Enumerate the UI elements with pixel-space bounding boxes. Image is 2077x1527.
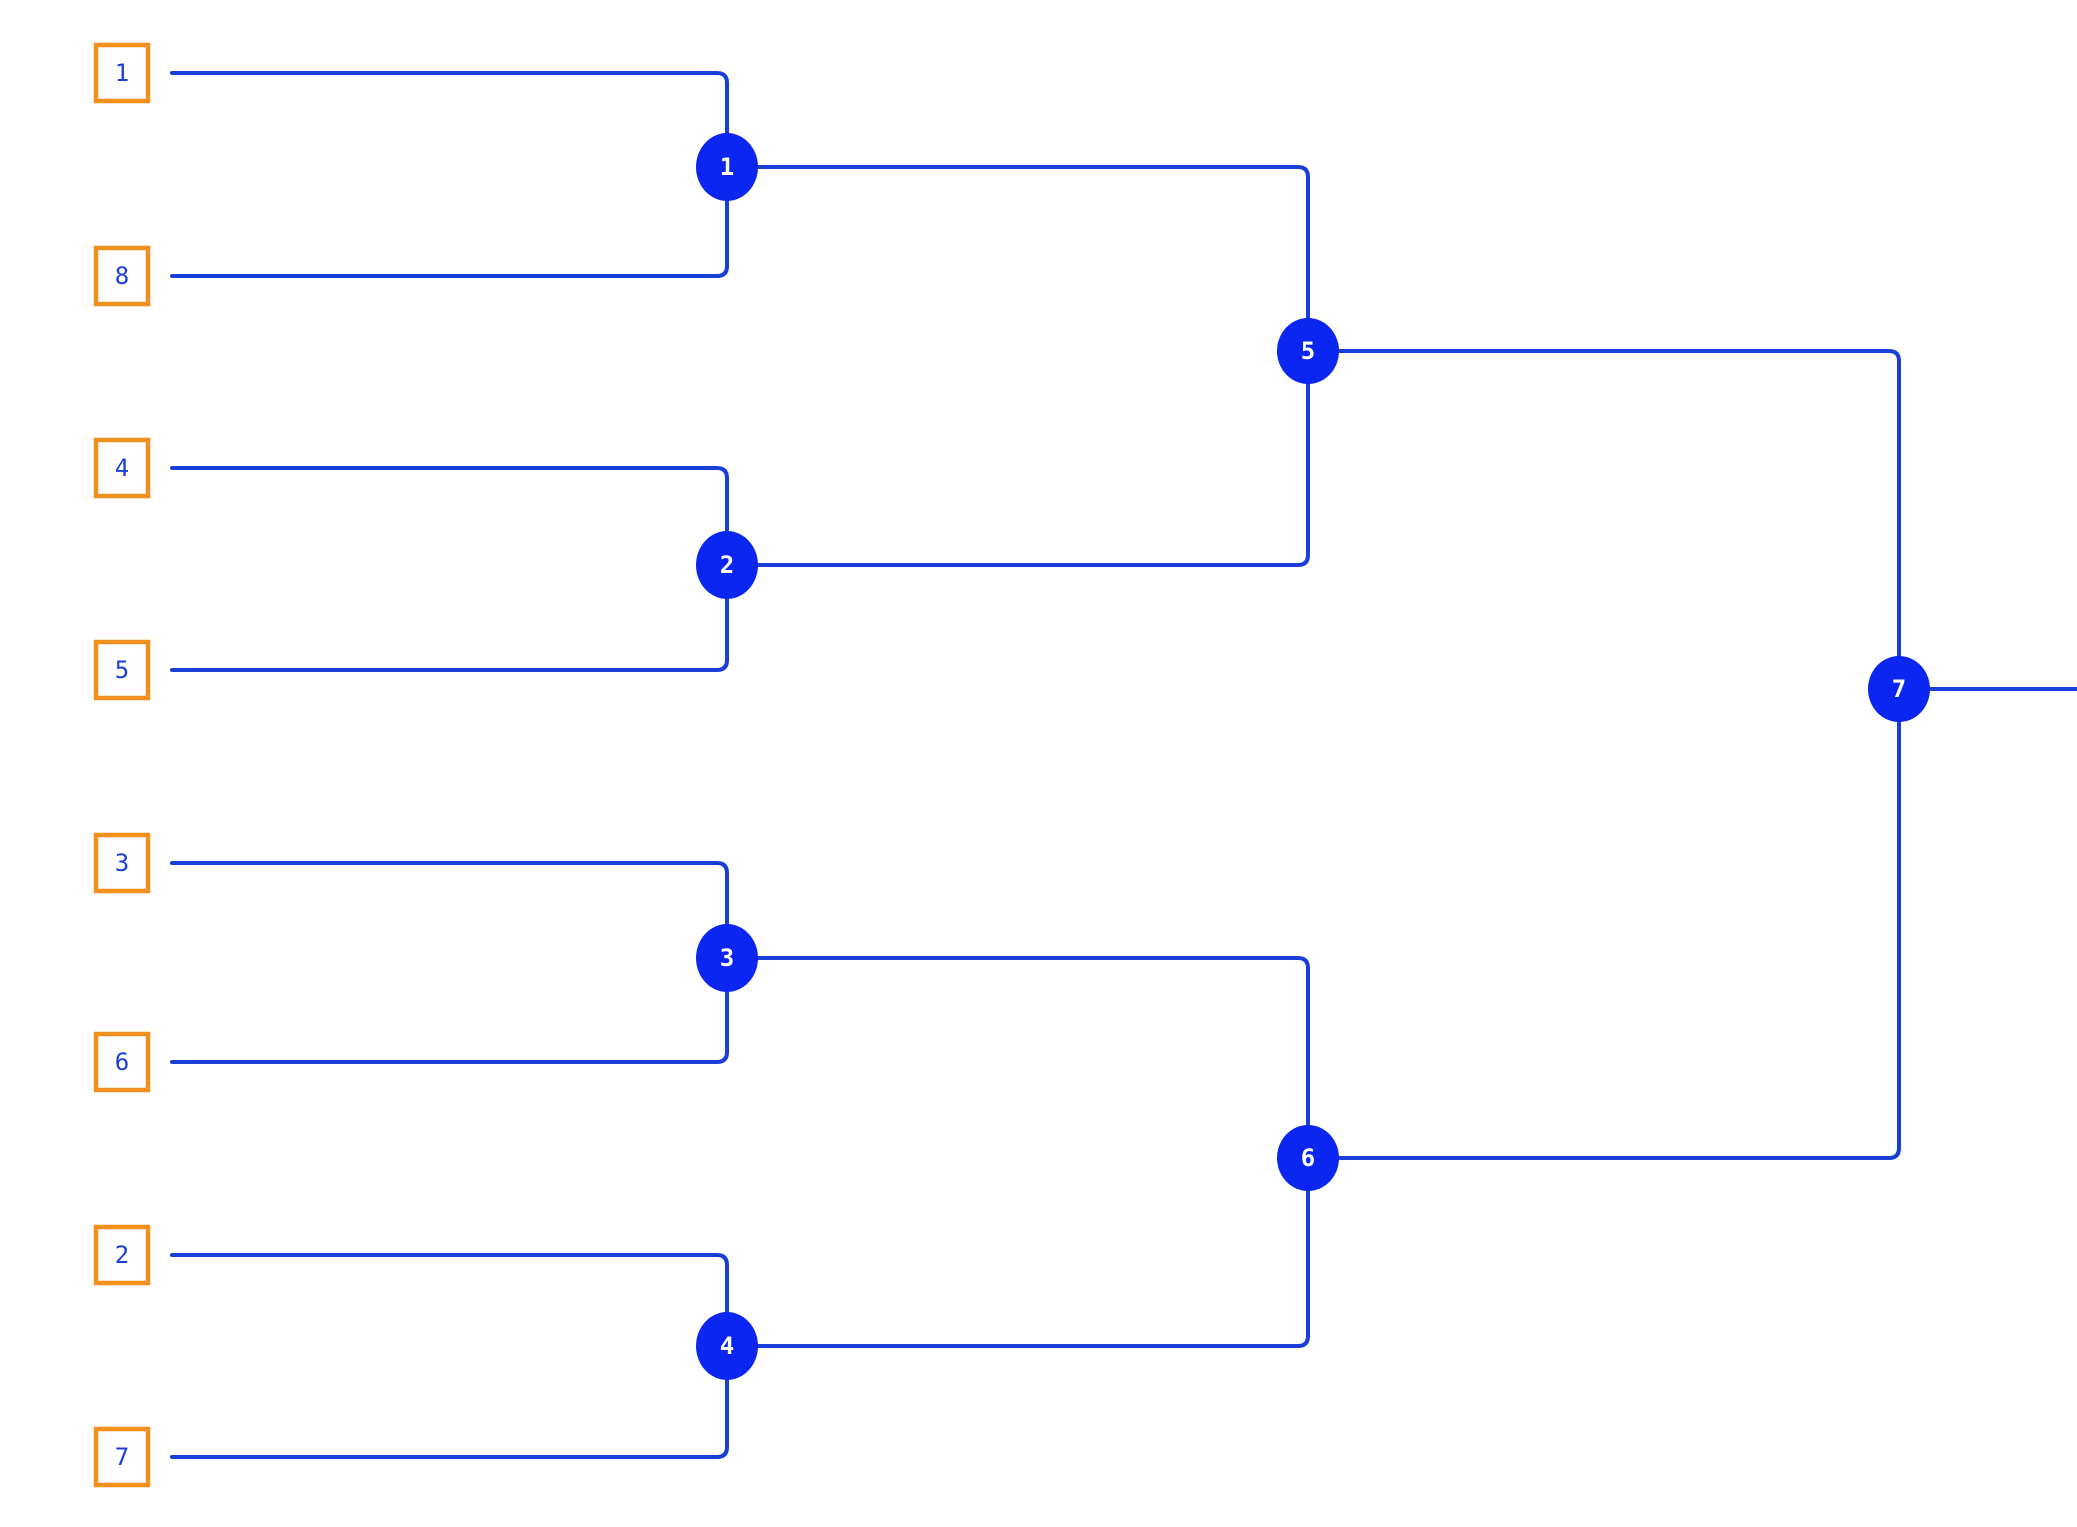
match-node: 2	[696, 531, 758, 599]
seed-connector	[170, 563, 729, 672]
seed-label: 4	[115, 454, 129, 482]
seed-label: 1	[115, 59, 129, 87]
seed-connector	[170, 956, 729, 1064]
match-node-circle	[1277, 318, 1339, 384]
seed-connector	[170, 1253, 729, 1348]
seed-box: 7	[93, 1426, 151, 1488]
match-node-circle	[696, 1312, 758, 1380]
match-node: 5	[1277, 318, 1339, 384]
seed-box: 1	[93, 42, 151, 104]
match-node: 1	[696, 133, 758, 201]
seed-connector	[170, 861, 729, 960]
seed-connector	[170, 1344, 729, 1459]
round1-connector	[752, 1156, 1310, 1348]
round1-connector	[752, 349, 1310, 567]
seed-box-border	[93, 1224, 151, 1286]
match-node-circle	[696, 531, 758, 599]
round2-connector	[1333, 687, 1901, 1160]
seed-label: 7	[115, 1443, 129, 1471]
seed-box-border	[93, 42, 151, 104]
seed-connector	[170, 466, 729, 567]
seed-connector	[170, 165, 729, 278]
seed-label: 5	[115, 656, 129, 684]
seed-box-border	[93, 1031, 151, 1093]
seed-box: 5	[93, 639, 151, 701]
match-label: 6	[1301, 1144, 1315, 1172]
seed-box: 3	[93, 832, 151, 894]
match-label: 5	[1301, 337, 1315, 365]
match-node: 7	[1868, 656, 1930, 722]
seed-label: 8	[115, 262, 129, 290]
match-node-circle	[1868, 656, 1930, 722]
match-label: 7	[1892, 675, 1906, 703]
match-nodes: 1 2 3 4 5 6 7	[696, 133, 1930, 1380]
seed-box: 4	[93, 437, 151, 499]
match-label: 3	[720, 944, 734, 972]
match-node-circle	[696, 133, 758, 201]
seed-connector	[170, 71, 729, 169]
seed-box: 8	[93, 245, 151, 307]
seed-box-border	[93, 639, 151, 701]
match-node: 3	[696, 924, 758, 992]
round1-connector	[752, 165, 1310, 353]
match-label: 1	[720, 153, 734, 181]
seed-boxes: 1 8 4 5 3 6 2 7	[93, 42, 151, 1488]
match-label: 2	[720, 551, 734, 579]
match-node-circle	[696, 924, 758, 992]
seed-box-border	[93, 1426, 151, 1488]
round2-connector	[1333, 349, 1901, 691]
seed-label: 2	[115, 1241, 129, 1269]
bracket-connectors	[170, 71, 2077, 1459]
match-node: 6	[1277, 1125, 1339, 1191]
seed-box: 6	[93, 1031, 151, 1093]
seed-box: 2	[93, 1224, 151, 1286]
round1-connector	[752, 956, 1310, 1160]
seed-box-border	[93, 832, 151, 894]
seed-box-border	[93, 437, 151, 499]
seed-label: 3	[115, 849, 129, 877]
match-node: 4	[696, 1312, 758, 1380]
match-node-circle	[1277, 1125, 1339, 1191]
match-label: 4	[720, 1332, 734, 1360]
seed-label: 6	[115, 1048, 129, 1076]
seed-box-border	[93, 245, 151, 307]
